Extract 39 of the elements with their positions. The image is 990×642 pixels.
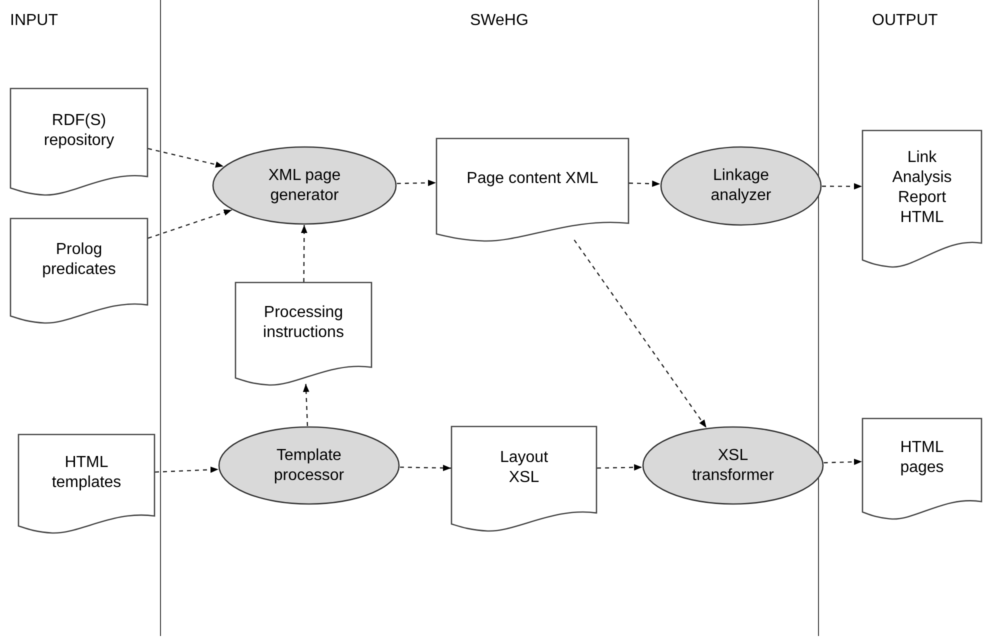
column-heading: SWeHG: [470, 12, 528, 30]
process-ellipse: [642, 426, 824, 505]
document-shape: [436, 138, 629, 242]
process-ellipse: [660, 146, 822, 226]
node-label: Page content XML: [466, 169, 598, 189]
dashed-arrow: [302, 384, 310, 426]
document-shape: [10, 218, 148, 324]
document-shape: [862, 130, 982, 268]
document-shape: [10, 88, 148, 196]
process-ellipse: [212, 146, 397, 225]
dashed-arrow: [824, 458, 862, 466]
dashed-arrow: [822, 183, 862, 190]
node-label: RDF(S) repository: [42, 111, 116, 151]
dashed-arrow: [396, 180, 436, 186]
column-heading: OUTPUT: [872, 12, 938, 30]
node-label: Linkage analyzer: [710, 166, 772, 206]
node-label: HTML templates: [50, 453, 122, 493]
dashed-arrow: [596, 464, 642, 471]
document-shape: [862, 418, 982, 520]
document-shape: [18, 434, 155, 534]
node-label: Template processor: [272, 446, 346, 486]
node-label: Layout XSL: [498, 448, 550, 488]
node-label: Prolog predicates: [41, 240, 117, 280]
dashed-arrow: [574, 240, 707, 428]
node-label: XSL transformer: [691, 446, 775, 486]
dashed-arrow: [148, 148, 224, 168]
node-label: Processing instructions: [262, 303, 345, 343]
column-heading: INPUT: [10, 12, 58, 30]
dashed-arrow: [154, 466, 218, 473]
node-label: Link Analysis Report HTML: [891, 148, 953, 228]
document-shape: [235, 282, 372, 386]
process-ellipse: [218, 426, 400, 505]
dashed-arrow: [400, 464, 452, 472]
document-shape: [451, 426, 597, 532]
node-label: HTML pages: [899, 438, 945, 478]
dashed-arrow: [628, 180, 660, 187]
node-label: XML page generator: [267, 166, 342, 206]
dashed-arrow: [300, 225, 308, 282]
dashed-arrow: [148, 209, 232, 239]
